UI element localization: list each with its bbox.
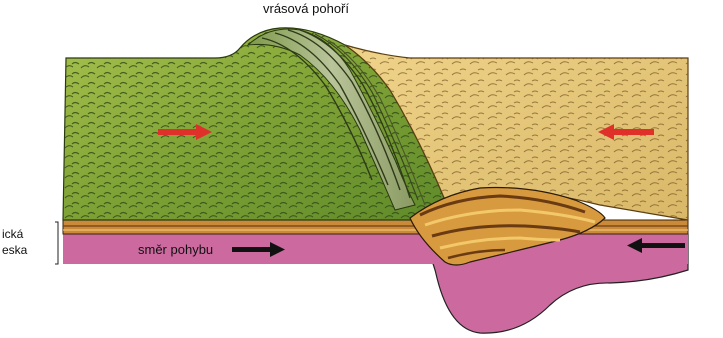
mountains-label: vrásová pohoří xyxy=(263,1,349,16)
side-bracket xyxy=(55,222,58,264)
side-label-line1: ická xyxy=(2,227,24,241)
side-label-line2: eska xyxy=(2,243,28,257)
movement-label: směr pohybu xyxy=(138,242,213,257)
